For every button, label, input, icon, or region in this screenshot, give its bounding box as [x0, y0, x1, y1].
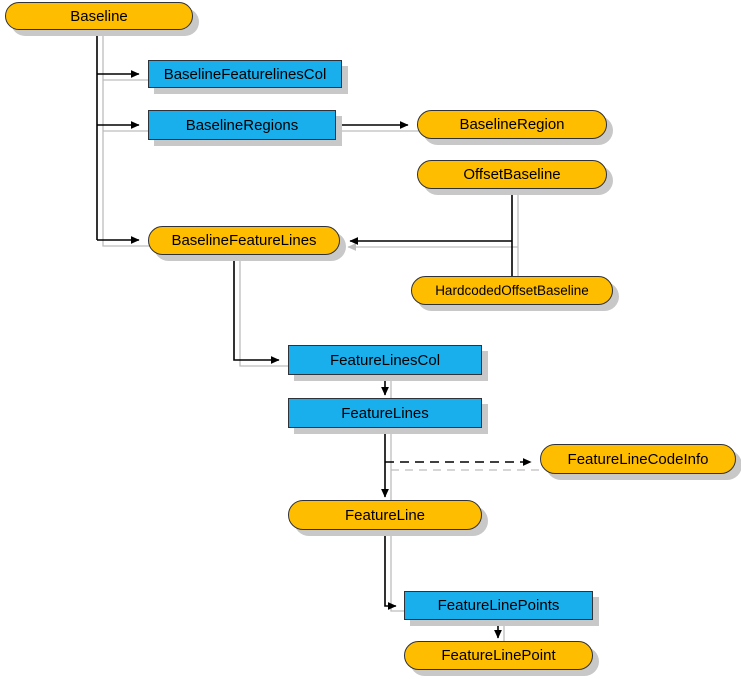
- node-featurelinescol-label: FeatureLinesCol: [329, 351, 441, 369]
- node-baselineregions[interactable]: BaselineRegions: [148, 110, 342, 146]
- node-hardcodedoffsetbaseline[interactable]: HardcodedOffsetBaseline: [411, 276, 619, 311]
- node-baselineregion-body: [417, 110, 607, 139]
- edge-featureline-to-featurelinepoints: [384, 530, 397, 610]
- node-offsetbaseline-label: OffsetBaseline: [463, 166, 561, 183]
- node-featurelinepoints-body: [404, 591, 593, 620]
- node-featurelinepoint-body: [404, 641, 593, 670]
- node-featureline[interactable]: FeatureLine: [288, 500, 488, 536]
- node-featurelinepoints[interactable]: FeatureLinePoints: [404, 591, 599, 626]
- node-hardcodedoffsetbaseline-label: HardcodedOffsetBaseline: [435, 282, 589, 298]
- node-featurelines[interactable]: FeatureLines: [288, 398, 488, 434]
- node-featurelinecodeinfo-label: FeatureLineCodeInfo: [567, 450, 709, 468]
- node-baselinefeaturelinescol-label: BaselineFeaturelinesCol: [163, 65, 327, 83]
- node-featureline-body: [288, 500, 482, 530]
- node-featurelines-body: [288, 398, 482, 428]
- node-baseline-body: [5, 2, 193, 30]
- node-featurelines-label: FeatureLines: [341, 404, 429, 422]
- node-baseline-label: Baseline: [70, 7, 128, 25]
- node-baseline[interactable]: Baseline: [5, 2, 199, 36]
- node-baselineregions-label: BaselineRegions: [185, 116, 299, 134]
- node-baselinefeaturelinescol-body: [148, 60, 342, 88]
- node-offsetbaseline[interactable]: OffsetBaseline: [417, 160, 613, 195]
- node-featurelinescol-body: [288, 345, 482, 375]
- node-baselinefeaturelines-body: [148, 226, 340, 255]
- node-featurelinescol[interactable]: FeatureLinesCol: [288, 345, 488, 381]
- edge-baselinefeaturelines-to-featurelinescol: [233, 255, 280, 364]
- node-featurelinecodeinfo-body: [540, 444, 736, 474]
- node-featureline-label: FeatureLine: [344, 506, 426, 524]
- node-baselinefeaturelinescol[interactable]: BaselineFeaturelinesCol: [148, 60, 348, 94]
- node-baselinefeaturelines-label: BaselineFeatureLines: [171, 232, 317, 249]
- node-hardcodedoffsetbaseline-body: [411, 276, 613, 305]
- node-featurelinecodeinfo[interactable]: FeatureLineCodeInfo: [540, 444, 741, 480]
- node-featurelinepoint[interactable]: FeatureLinePoint: [404, 641, 599, 676]
- node-baselineregion[interactable]: BaselineRegion: [417, 110, 613, 145]
- node-offsetbaseline-body: [417, 160, 607, 189]
- node-baselinefeaturelines[interactable]: BaselineFeatureLines: [148, 226, 346, 261]
- node-featurelinepoint-label: FeatureLinePoint: [441, 647, 556, 664]
- node-baselineregion-label: BaselineRegion: [459, 116, 565, 133]
- node-featurelinepoints-label: FeatureLinePoints: [437, 597, 560, 614]
- node-baselineregions-body: [148, 110, 336, 140]
